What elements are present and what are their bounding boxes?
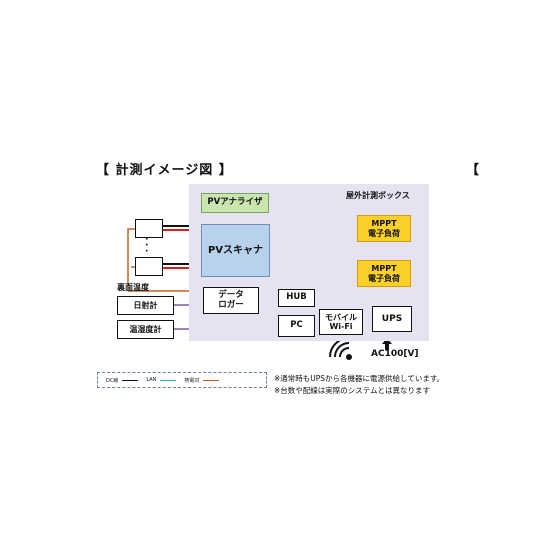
thermocouple-line	[127, 228, 135, 285]
note-ups-power: ※通常時もUPSから各機器に電源供給しています。	[274, 374, 445, 383]
enclosure-label: 屋外計測ボックス	[346, 191, 410, 200]
hub-box: HUB	[278, 289, 315, 307]
legend-dc-swatch	[122, 379, 139, 381]
pv-panel-2	[135, 257, 163, 276]
legend-dc: DC線	[106, 377, 139, 384]
up-arrow-icon	[382, 338, 392, 350]
right-bracket: 【	[466, 163, 480, 178]
page-title: 【 計測イメージ図 】	[96, 163, 233, 178]
note-disclaimer: ※台数や配線は実際のシステムとは異なります	[274, 386, 431, 395]
ups-box: UPS	[372, 306, 412, 332]
mppt-load-box-2: MPPT 電子負荷	[357, 260, 411, 287]
pv-scanner-box: PVスキャナ	[201, 224, 270, 277]
legend-thermocouple-swatch	[203, 379, 220, 381]
legend-thermocouple: 熱電対	[184, 377, 220, 384]
legend-lan-label: LAN	[146, 377, 157, 383]
ellipsis-dots: ···	[145, 235, 149, 257]
legend-lan: LAN	[146, 377, 177, 383]
wifi-signal-icon	[329, 337, 352, 360]
mobile-wifi-box: モバイル Wi-Fi	[319, 309, 363, 335]
mppt-load-box-1: MPPT 電子負荷	[357, 215, 411, 242]
temp-humidity-box: 温湿度計	[117, 320, 174, 339]
data-logger-box: データ ロガー	[203, 287, 259, 314]
legend-dc-label: DC線	[106, 377, 119, 384]
ac-power-label: AC100[V]	[371, 349, 419, 359]
pc-box: PC	[278, 315, 315, 337]
legend: DC線 LAN 熱電対	[97, 372, 267, 388]
pv-panel-1	[135, 219, 163, 238]
pyranometer-box: 日射計	[117, 296, 174, 315]
back-surface-temp-label: 裏面温度	[117, 283, 149, 292]
legend-thermocouple-label: 熱電対	[184, 377, 200, 384]
legend-lan-swatch	[160, 379, 177, 381]
pv-analyzer-box: PVアナライザ	[201, 193, 269, 213]
